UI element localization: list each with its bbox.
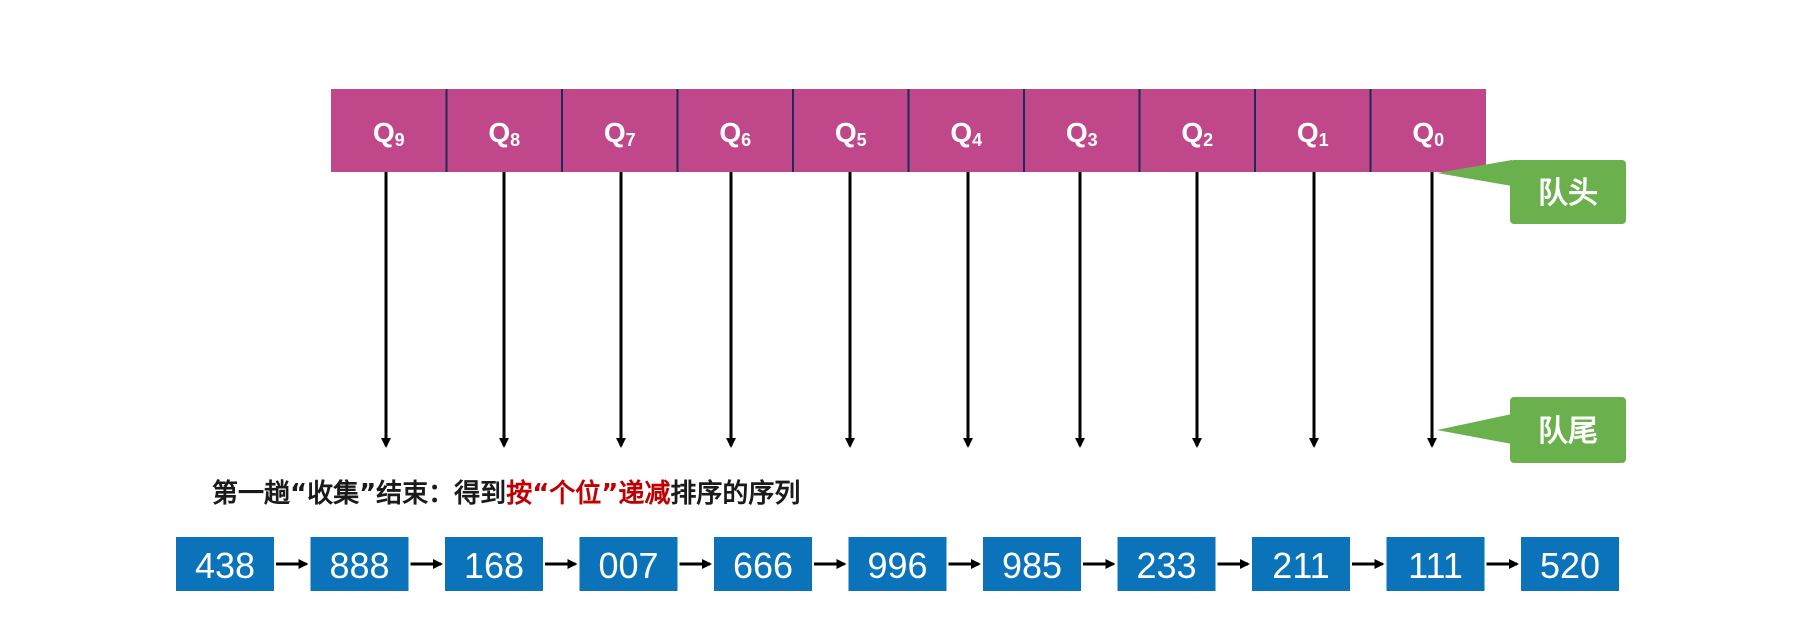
queue-cell-box	[331, 89, 447, 172]
queue-subscript: 6	[741, 130, 751, 150]
sequence-item-box	[1252, 537, 1350, 591]
sequence-item: 520	[1521, 537, 1619, 591]
queue-cell-1: Q1	[1254, 89, 1371, 172]
queue-cell-label: Q6	[719, 117, 751, 150]
queue-letter: Q	[719, 117, 741, 148]
queue-tail-tag: 队尾	[1437, 397, 1626, 463]
queue-subscript: 1	[1319, 130, 1329, 150]
caption-highlight: 按“个位”递减	[506, 478, 670, 509]
sequence-item-box	[1386, 537, 1485, 591]
queue-cell-box	[677, 89, 793, 172]
tail-tag-label: 队尾	[1538, 414, 1598, 449]
queue-cell-7: Q7	[561, 89, 678, 172]
caption-part-1: 第一趟“收集”结束：得到	[212, 478, 506, 509]
sequence-item: 438	[176, 537, 274, 591]
sequence-item: 007	[579, 537, 678, 591]
sequence-item-value: 007	[598, 545, 658, 586]
queue-letter: Q	[950, 117, 972, 148]
sequence-item-box	[1117, 537, 1216, 591]
sequence-item-box	[310, 537, 409, 591]
queue-cell-label: Q8	[488, 117, 520, 150]
sequence-item-box	[176, 537, 274, 591]
queue-subscript: 3	[1088, 130, 1098, 150]
tail-tag-pointer	[1437, 414, 1512, 444]
queue-cell-4: Q4	[907, 89, 1024, 172]
queue-cell-9: Q9	[331, 89, 447, 172]
sequence-item: 888	[310, 537, 409, 591]
queue-cell-label: Q4	[950, 117, 982, 150]
queue-cell-label: Q3	[1066, 117, 1098, 150]
sequence-item-value: 438	[195, 545, 255, 586]
queue-arrows	[381, 172, 1437, 448]
queue-subscript: 5	[857, 130, 867, 150]
queue-letter: Q	[373, 117, 395, 148]
queue-letter: Q	[835, 117, 857, 148]
sorted-sequence: 438 888 168 007 666 996 985 233 211 111 520	[176, 537, 1619, 591]
queue-cell-label: Q5	[835, 117, 867, 150]
sequence-item-value: 168	[464, 545, 524, 586]
queue-subscript: 8	[510, 130, 520, 150]
queue-cell-label: Q0	[1412, 117, 1444, 150]
sequence-item-box	[579, 537, 678, 591]
head-tag-pointer	[1437, 160, 1512, 186]
sequence-item: 985	[983, 537, 1081, 591]
sequence-item-box	[983, 537, 1081, 591]
sequence-item: 233	[1117, 537, 1216, 591]
queue-subscript: 2	[1203, 130, 1213, 150]
sequence-item-value: 888	[329, 545, 389, 586]
queue-cell-box	[1024, 89, 1140, 172]
sequence-item-box	[714, 537, 812, 591]
sequence-item-box	[445, 537, 543, 591]
caption: 第一趟“收集”结束：得到按“个位”递减排序的序列	[212, 478, 800, 509]
queue-cell-box	[793, 89, 909, 172]
queue-letter: Q	[488, 117, 510, 148]
sequence-item-value: 233	[1136, 545, 1196, 586]
queue-letter: Q	[1412, 117, 1434, 148]
sequence-item-value: 666	[733, 545, 793, 586]
queue-cell-8: Q8	[445, 89, 562, 172]
queue-cell-label: Q2	[1181, 117, 1213, 150]
queue-subscript: 4	[972, 130, 982, 150]
queue-cell-box	[446, 89, 562, 172]
queue-letter: Q	[604, 117, 626, 148]
caption-part-3: 排序的序列	[670, 478, 800, 509]
sequence-item-value: 985	[1002, 545, 1062, 586]
queue-cell-6: Q6	[676, 89, 793, 172]
queue-cell-3: Q3	[1023, 89, 1140, 172]
queue-cell-label: Q9	[373, 117, 405, 150]
sequence-item: 111	[1386, 537, 1485, 591]
queue-cell-box	[1255, 89, 1371, 172]
tail-tag-box	[1510, 397, 1626, 463]
queue-letter: Q	[1297, 117, 1319, 148]
sequence-item: 996	[848, 537, 947, 591]
queue-subscript: 7	[626, 130, 636, 150]
queue-subscript: 9	[395, 130, 405, 150]
queue-cell-label: Q1	[1297, 117, 1329, 150]
sequence-item-value: 996	[867, 545, 927, 586]
head-tag-box	[1510, 160, 1626, 224]
queue-subscript: 0	[1434, 130, 1444, 150]
queue-cell-label: Q7	[604, 117, 636, 150]
queue-cell-box	[1370, 89, 1486, 172]
queue-cell-0: Q0	[1369, 89, 1486, 172]
queue-head-tag: 队头	[1437, 160, 1626, 224]
head-tag-label: 队头	[1538, 176, 1598, 211]
sequence-item: 211	[1252, 537, 1350, 591]
sequence-item-value: 520	[1540, 545, 1600, 586]
sequence-item: 666	[714, 537, 812, 591]
sequence-item-value: 111	[1408, 545, 1463, 586]
queue-cell-2: Q2	[1138, 89, 1255, 172]
sequence-item-value: 211	[1272, 545, 1329, 586]
queue-letter: Q	[1066, 117, 1088, 148]
sequence-item-box	[848, 537, 947, 591]
queue-cell-5: Q5	[792, 89, 909, 172]
queue-cell-box	[1139, 89, 1255, 172]
sequence-item: 168	[445, 537, 543, 591]
queue-letter: Q	[1181, 117, 1203, 148]
queue-cell-box	[908, 89, 1024, 172]
queue-cell-box	[562, 89, 678, 172]
sequence-item-box	[1521, 537, 1619, 591]
